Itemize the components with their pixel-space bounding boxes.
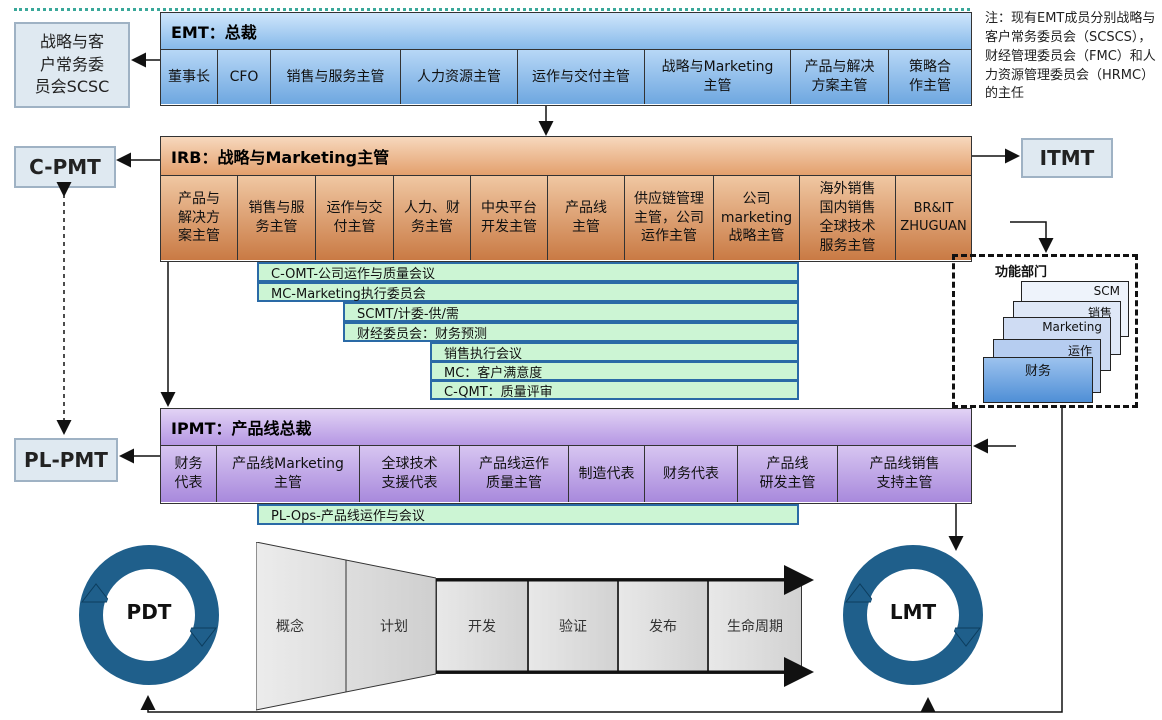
irb-cell[interactable]: 海外销售 国内销售 全球技术 服务主管 xyxy=(800,176,896,260)
department-card[interactable]: 财务 xyxy=(983,357,1093,403)
ipmt-cell[interactable]: 产品线运作 质量主管 xyxy=(460,446,569,502)
emt-header[interactable]: EMT：总裁 xyxy=(160,12,972,50)
funnel-section: 概念 计划 xyxy=(256,542,436,712)
ipmt-cell[interactable]: 产品线Marketing 主管 xyxy=(217,446,360,502)
ipmt-cell[interactable]: 制造代表 xyxy=(569,446,645,502)
meeting-bar[interactable]: SCMT/计委-供/需 xyxy=(343,302,799,322)
irb-cell[interactable]: 人力、财 务主管 xyxy=(394,176,471,260)
meeting-bar[interactable]: C-OMT-公司运作与质量会议 xyxy=(257,262,799,282)
emt-cell[interactable]: 运作与交付主管 xyxy=(518,50,645,104)
irb-cell[interactable]: 供应链管理 主管，公司 运作主管 xyxy=(625,176,714,260)
meeting-bar[interactable]: 财经委员会：财务预测 xyxy=(343,322,799,342)
lmt-label: LMT xyxy=(889,600,937,624)
emt-cell[interactable]: 董事长 xyxy=(161,50,218,104)
emt-cell[interactable]: 产品与解决 方案主管 xyxy=(791,50,889,104)
irb-cell[interactable]: 销售与服 务主管 xyxy=(238,176,316,260)
pl-ops-meeting-bar[interactable]: PL-Ops-产品线运作与会议 xyxy=(257,504,799,525)
irb-cell[interactable]: 产品与 解决方 案主管 xyxy=(161,176,238,260)
lmt-cycle-arrows xyxy=(843,545,983,685)
ipmt-cell[interactable]: 产品线销售 支持主管 xyxy=(838,446,971,502)
functional-departments-panel: 功能部门 SCM 销售 Marketing 运作 财务 xyxy=(952,254,1138,408)
emt-cell[interactable]: 人力资源主管 xyxy=(401,50,518,104)
irb-cell[interactable]: 中央平台 开发主管 xyxy=(471,176,548,260)
meeting-bar[interactable]: C-QMT：质量评审 xyxy=(430,380,799,400)
ipmt-cell[interactable]: 财务代表 xyxy=(645,446,738,502)
stage-label: 计划 xyxy=(380,619,408,635)
lmt-cycle[interactable]: LMT xyxy=(838,540,988,690)
top-dotted-divider xyxy=(14,8,970,11)
stage-label: 概念 xyxy=(276,619,304,635)
emt-title: EMT：总裁 xyxy=(171,23,257,42)
pl-pmt-box[interactable]: PL-PMT xyxy=(14,438,118,482)
ipmt-cell[interactable]: 财务 代表 xyxy=(161,446,217,502)
stage-block[interactable]: 验证 xyxy=(528,578,618,674)
ipmt-header[interactable]: IPMT：产品线总裁 xyxy=(160,408,972,446)
pdt-cycle[interactable]: PDT xyxy=(74,540,224,690)
scsc-box[interactable]: 战略与客 户常务委 员会SCSC xyxy=(14,22,130,108)
irb-cell[interactable]: 公司 marketing 战略主管 xyxy=(714,176,800,260)
ipmt-title: IPMT：产品线总裁 xyxy=(171,419,312,438)
meeting-bar[interactable]: 销售执行会议 xyxy=(430,342,799,362)
irb-cell[interactable]: 产品线 主管 xyxy=(548,176,625,260)
emt-cell[interactable]: 策略合 作主管 xyxy=(889,50,971,104)
irb-header[interactable]: IRB：战略与Marketing主管 xyxy=(160,136,972,176)
ipmt-cell[interactable]: 全球技术 支援代表 xyxy=(360,446,460,502)
emt-cell[interactable]: 战略与Marketing 主管 xyxy=(645,50,791,104)
irb-cell[interactable]: 运作与交 付主管 xyxy=(316,176,394,260)
functional-title: 功能部门 xyxy=(995,265,1048,280)
funnel-shape xyxy=(256,542,436,711)
ipmt-cell[interactable]: 产品线 研发主管 xyxy=(738,446,838,502)
emt-note: 注：现有EMT成员分别战略与客户常务委员会（SCSCS），财经管理委员会（FMC… xyxy=(985,11,1156,102)
emt-cell[interactable]: CFO xyxy=(218,50,271,104)
pdt-label: PDT xyxy=(126,600,172,624)
irb-title: IRB：战略与Marketing主管 xyxy=(171,148,390,167)
emt-cell-row: 董事长 CFO 销售与服务主管 人力资源主管 运作与交付主管 战略与Market… xyxy=(160,50,972,106)
ipmt-cell-row: 财务 代表 产品线Marketing 主管 全球技术 支援代表 产品线运作 质量… xyxy=(160,446,972,504)
irb-cell[interactable]: BR&IT ZHUGUAN xyxy=(896,176,971,260)
itmt-box[interactable]: ITMT xyxy=(1021,138,1113,178)
pdt-cycle-arrows xyxy=(79,545,219,685)
emt-cell[interactable]: 销售与服务主管 xyxy=(271,50,401,104)
irb-cell-row: 产品与 解决方 案主管 销售与服 务主管 运作与交 付主管 人力、财 务主管 中… xyxy=(160,176,972,262)
meeting-bar[interactable]: MC-Marketing执行委员会 xyxy=(257,282,799,302)
